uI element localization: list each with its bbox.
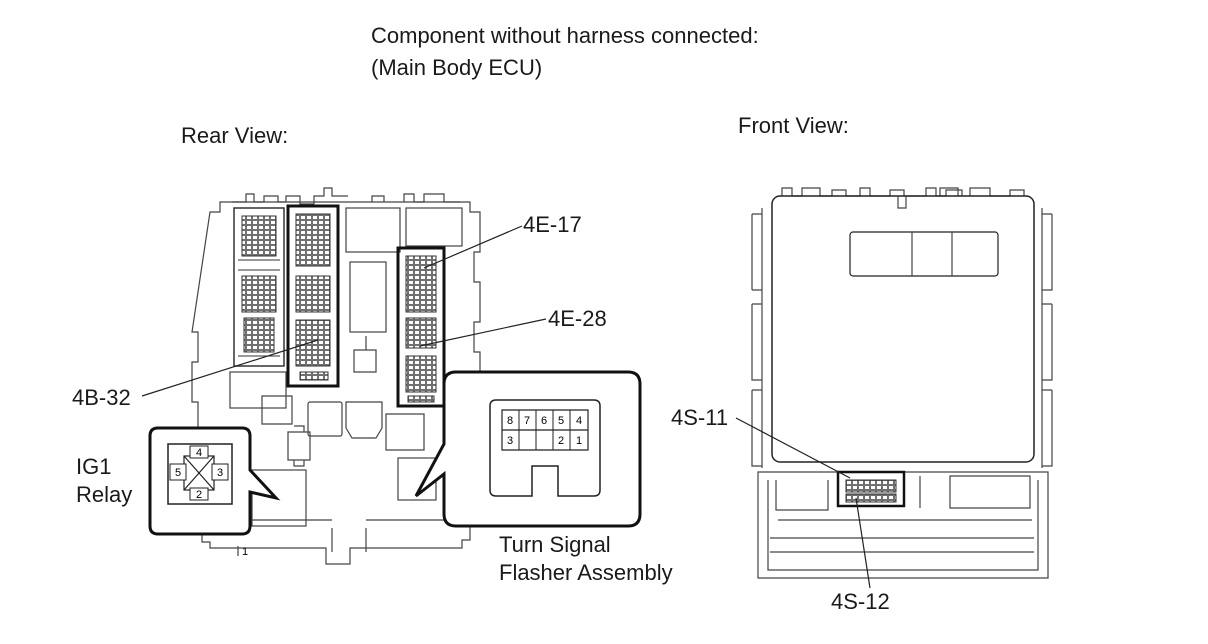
flasher-pin-1: 1 <box>576 435 582 447</box>
connector-4s-11-4s-12 <box>836 470 906 508</box>
flasher-pin-7: 7 <box>524 415 530 427</box>
flasher-label-line1: Turn Signal <box>499 532 611 557</box>
rear-view-label: Rear View: <box>181 123 289 148</box>
flasher-pin-8: 8 <box>507 415 513 427</box>
connector-label-4e-28: 4E-28 <box>548 306 607 331</box>
diagram-title-line2: (Main Body ECU) <box>371 55 543 80</box>
flasher-pin-4: 4 <box>576 415 582 427</box>
flasher-callout: 8 7 6 5 4 3 2 1 <box>414 370 642 528</box>
front-view-label: Front View: <box>738 113 849 138</box>
front-ecu-body <box>751 187 1053 579</box>
ig1-pin-2: 2 <box>196 489 202 501</box>
connector-4b-32 <box>286 204 340 388</box>
connector-label-4b-32: 4B-32 <box>72 385 131 410</box>
connector-label-4e-17: 4E-17 <box>523 212 582 237</box>
diagram-title-line1: Component without harness connected: <box>371 23 759 48</box>
connector-4e-17-4e-28 <box>396 246 446 408</box>
flasher-pin-2: 2 <box>558 435 564 447</box>
rear-left-connector-stack <box>233 207 285 367</box>
ig1-relay-callout: 4 2 5 3 <box>148 426 281 536</box>
rear-leader-lines <box>141 225 547 397</box>
flasher-pin-5: 5 <box>558 415 564 427</box>
ig1-relay-label-line2: Relay <box>76 482 133 507</box>
flasher-label-line2: Flasher Assembly <box>499 560 673 585</box>
front-leader-lines <box>735 417 871 589</box>
ecu-corner-mark: 1 <box>242 546 248 558</box>
ig1-relay-label-line1: IG1 <box>76 454 112 479</box>
ig1-pin-4: 4 <box>196 447 202 459</box>
flasher-pin-6: 6 <box>541 415 547 427</box>
connector-label-4s-12: 4S-12 <box>831 589 890 614</box>
ig1-pin-5: 5 <box>175 467 181 479</box>
flasher-pin-3: 3 <box>507 435 513 447</box>
connector-label-4s-11: 4S-11 <box>671 405 729 430</box>
ig1-pin-3: 3 <box>217 467 223 479</box>
